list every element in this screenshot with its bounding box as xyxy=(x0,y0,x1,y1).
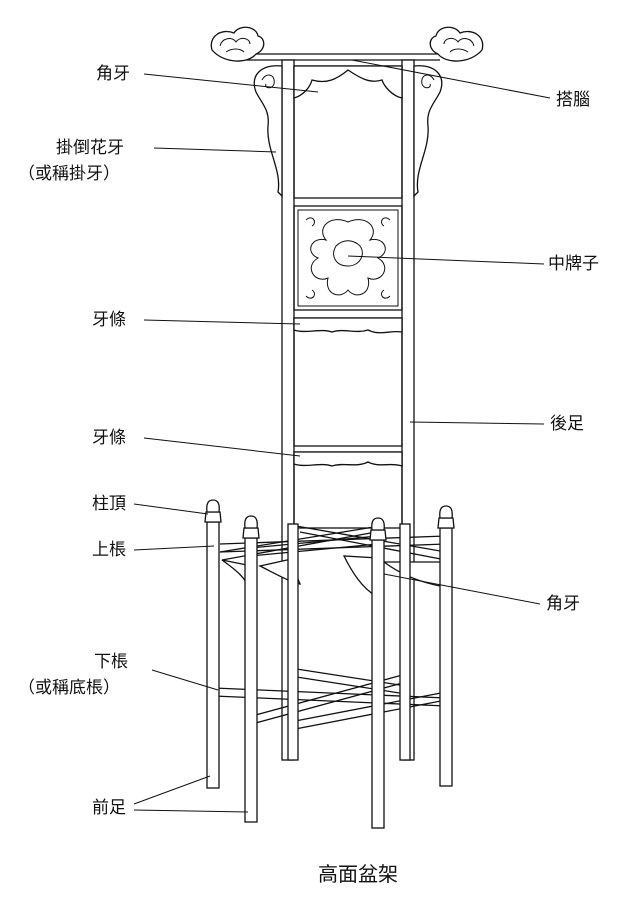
leader-yatiao-1 xyxy=(143,319,301,325)
label-guadao-huaya: 掛倒花牙 xyxy=(56,138,124,158)
crest-rail xyxy=(210,26,484,62)
label-qianzu: 前足 xyxy=(92,798,126,818)
leader-shangchang xyxy=(133,545,215,551)
label-jiaoya-right: 角牙 xyxy=(546,594,580,614)
leader-qianzu-a xyxy=(133,775,211,805)
leader-qianzu-b xyxy=(133,809,249,813)
label-houzu: 後足 xyxy=(550,414,584,434)
leader-danao xyxy=(351,59,551,99)
label-zhongpaizi: 中牌子 xyxy=(548,254,599,274)
figure-caption: 高面盆架 xyxy=(318,862,398,886)
leader-lines xyxy=(133,59,551,813)
upper-panel xyxy=(293,65,403,199)
label-guadao-huaya-alt: （或稱掛牙） xyxy=(18,164,120,184)
label-danao: 搭腦 xyxy=(556,90,590,110)
leader-houzu xyxy=(409,421,545,425)
hanging-spandrels xyxy=(253,65,443,198)
leader-guadao xyxy=(153,147,277,153)
label-yatiao-1: 牙條 xyxy=(92,310,126,330)
label-jiaoya-top: 角牙 xyxy=(96,64,130,84)
label-xiachang: 下棖 xyxy=(94,652,128,672)
legs xyxy=(204,499,455,829)
leader-zhuding xyxy=(133,503,209,515)
leader-yatiao-2 xyxy=(143,437,301,457)
leader-zhongpaizi xyxy=(347,255,545,265)
leader-jiaoya-top xyxy=(143,73,319,93)
leader-xiachang xyxy=(151,669,219,691)
label-xiachang-alt: （或稱底棖） xyxy=(18,678,120,698)
label-zhuding: 柱頂 xyxy=(92,494,126,514)
leader-jiaoya-right xyxy=(383,573,541,605)
label-yatiao-2: 牙條 xyxy=(92,428,126,448)
back-posts xyxy=(281,59,415,761)
aprons xyxy=(293,317,403,529)
label-shangchang: 上棖 xyxy=(92,540,126,560)
